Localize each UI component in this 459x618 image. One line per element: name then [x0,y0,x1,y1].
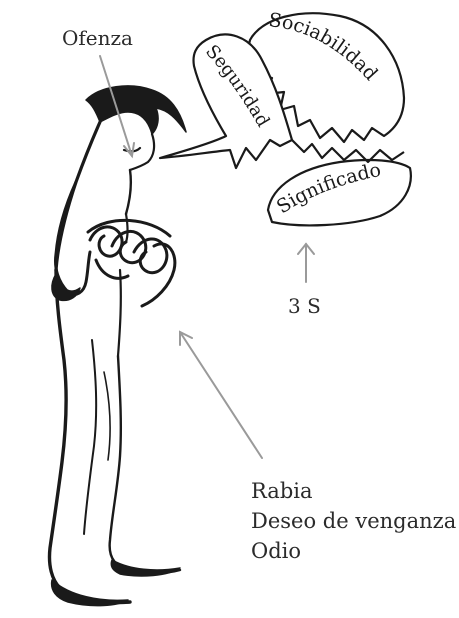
figure-rear-leg [49,270,130,602]
figure-rear-foot [52,580,128,606]
figure-back [56,122,100,270]
bubble-zigzag [292,140,404,162]
figure-hair [86,86,186,134]
emotion-rabia: Rabia [251,476,456,506]
figure-person [49,86,186,606]
figure-chest [126,170,131,214]
figure-front-leg [110,356,180,573]
figure-inner-leg [84,340,96,534]
emotions-list: Rabia Deseo de venganza Odio [251,476,456,566]
figure-knee-line [104,372,110,460]
label-3s: 3 S [288,296,321,316]
figure-front-foot [111,560,180,576]
arrow-3s [298,244,314,282]
arrow-emociones [180,332,262,458]
figure-coiled-fist [88,220,175,306]
emotion-deseo-de-venganza: Deseo de venganza [251,506,456,536]
label-ofenza: Ofenza [62,28,133,48]
emotion-odio: Odio [251,536,456,566]
